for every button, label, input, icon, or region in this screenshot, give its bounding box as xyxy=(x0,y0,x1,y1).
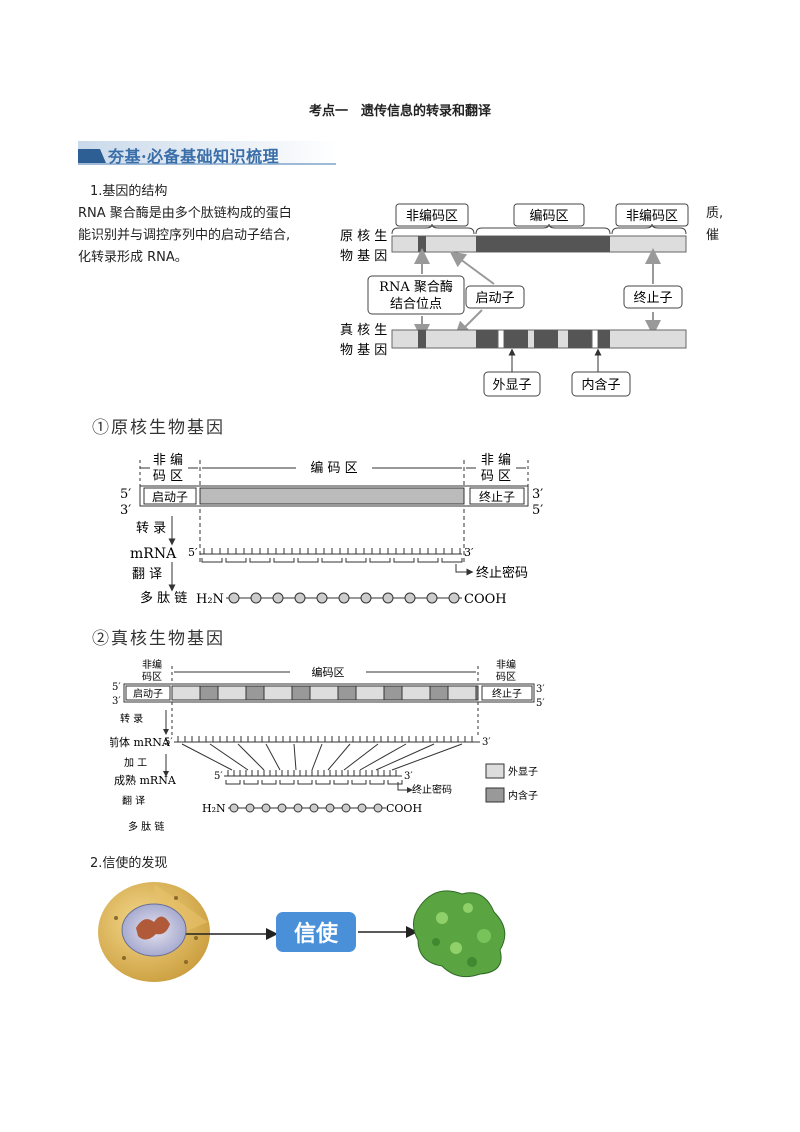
prok-mrna-5: 5′ xyxy=(188,546,198,559)
prok-nc-right-1: 非 编 xyxy=(481,453,511,468)
protein-icon xyxy=(413,890,506,978)
prok-3prime-top: 3′ xyxy=(532,487,543,502)
noncoding-left-label: 非编码区 xyxy=(406,209,458,224)
section1-line3: 化转录形成 RNA。 xyxy=(78,250,188,265)
legend-intron: 内含子 xyxy=(508,789,538,802)
prok-coding-label: 编 码 区 xyxy=(310,461,357,476)
euk-nc-right-1: 非编 xyxy=(496,658,516,671)
section1-fragment-a: 质, xyxy=(706,206,724,221)
legend-exon: 外显子 xyxy=(508,766,538,778)
euk-5prime-top: 5′ xyxy=(112,682,121,693)
exon-label: 外显子 xyxy=(492,378,531,393)
euk-mat-5: 5′ xyxy=(214,771,223,782)
prok-stop-codon: 终止密码 xyxy=(476,565,528,581)
euk-5prime-bottom: 5′ xyxy=(536,698,545,709)
euk-coding-label: 编码区 xyxy=(312,665,345,679)
euk-promoter: 启动子 xyxy=(133,687,163,700)
section1-heading: 1.基因的结构 xyxy=(90,184,168,199)
euk-terminator: 终止子 xyxy=(492,687,522,700)
prok-coding-region xyxy=(199,487,465,505)
euk-3prime-top: 3′ xyxy=(536,684,545,695)
intron-label: 内含子 xyxy=(581,377,620,393)
euk-mat-3: 3′ xyxy=(404,771,413,782)
euk-nc-left-1: 非编 xyxy=(142,658,162,671)
euk-3prime-bottom: 3′ xyxy=(112,696,121,707)
prok-3prime-bottom: 3′ xyxy=(120,503,131,518)
promoter-label: 启动子 xyxy=(475,291,514,306)
rna-site-label-2: 结合位点 xyxy=(390,297,442,312)
prok-c-terminus: COOH xyxy=(464,592,507,607)
euk-nc-left-2: 码区 xyxy=(142,671,162,683)
euk-gene-label-1: 真 核 生 xyxy=(340,323,387,338)
prok-heading: ①原核生物基因 xyxy=(92,418,225,438)
euk-transcribe: 转 录 xyxy=(120,712,143,725)
euk-c-terminus: COOH xyxy=(386,802,422,815)
banner-text: 夯基·必备基础知识梳理 xyxy=(108,147,280,166)
prok-rna-site xyxy=(418,236,426,252)
section1-line2: 能识别并与调控序列中的启动子结合, xyxy=(78,228,291,243)
euk-mature-mrna: 成熟 mRNA xyxy=(114,773,177,787)
euk-gene-label-2: 物 基 因 xyxy=(340,343,387,358)
prok-gene-label-1: 原 核 生 xyxy=(340,229,387,244)
prok-terminator: 终止子 xyxy=(479,489,515,504)
messenger-badge xyxy=(276,912,356,952)
prok-peptide-label: 多 肽 链 xyxy=(140,590,187,606)
prok-5prime-top: 5′ xyxy=(120,487,131,502)
messenger-illustration: 信使 xyxy=(98,882,506,982)
prok-coding-block xyxy=(476,236,610,252)
noncoding-right-label: 非编码区 xyxy=(626,209,678,224)
euk-nc-right-2: 码区 xyxy=(496,671,516,683)
prok-translate: 翻 译 xyxy=(132,567,162,582)
euk-stop-codon: 终止密码 xyxy=(412,783,452,796)
messenger-text: 信使 xyxy=(294,921,339,947)
euk-pre-5: 5′ xyxy=(164,737,173,748)
euk-heading: ②真核生物基因 xyxy=(92,629,225,649)
section-banner xyxy=(78,141,336,165)
prok-promoter: 启动子 xyxy=(152,490,188,504)
coding-label: 编码区 xyxy=(529,209,568,224)
gene-structure-diagram: 非编码区 编码区 非编码区 原 核 生 物 基 因 RNA 聚合酶 结合位点 启… xyxy=(340,203,689,397)
section1-line1: RNA 聚合酶是由多个肽链构成的蛋白 xyxy=(78,206,292,221)
prok-nc-left-2: 码 区 xyxy=(153,469,183,484)
section1-fragment-b: 催 xyxy=(706,228,720,243)
rna-site-label-1: RNA 聚合酶 xyxy=(379,279,453,295)
prok-nc-left-1: 非 编 xyxy=(153,453,183,468)
prok-gene-diagram: 非 编 码 区 编 码 区 非 编 码 区 5′ 3′ 启动子 终止子 3′ 5… xyxy=(120,453,543,607)
prok-5prime-bottom: 5′ xyxy=(532,503,543,518)
euk-peptide-label: 多 肽 链 xyxy=(128,820,164,833)
euk-gene-diagram: 非编 码区 编码区 非编 码区 5′ 3′ 启动子 终止子 3′ 5′ 转 录 … xyxy=(110,658,545,833)
euk-pre-3: 3′ xyxy=(482,737,491,748)
euk-pre-mrna: 前体 mRNA xyxy=(110,735,171,749)
section2-heading: 2.信使的发现 xyxy=(90,856,168,871)
prok-mrna-3: 3′ xyxy=(464,546,474,559)
euk-n-terminus: H₂N xyxy=(202,802,226,815)
euk-process: 加 工 xyxy=(124,757,147,769)
cell-icon xyxy=(98,882,210,982)
prok-transcribe: 转 录 xyxy=(136,521,166,536)
prok-mrna: mRNA xyxy=(130,546,177,562)
terminator-label: 终止子 xyxy=(633,290,672,306)
page-title: 考点一 遗传信息的转录和翻译 xyxy=(308,104,491,119)
prok-nc-right-2: 码 区 xyxy=(481,469,511,484)
prok-gene-label-2: 物 基 因 xyxy=(340,249,387,264)
euk-translate: 翻 译 xyxy=(122,795,145,807)
prok-n-terminus: H₂N xyxy=(196,592,224,607)
